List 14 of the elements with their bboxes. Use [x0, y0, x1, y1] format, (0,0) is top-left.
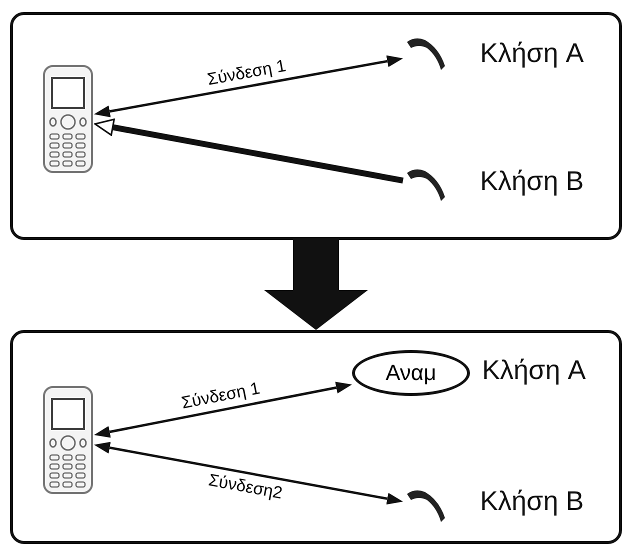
mobile-phone-icon [42, 385, 94, 495]
call-label: Κλήση A [480, 38, 584, 69]
oval-label: Αναμ [352, 350, 470, 396]
call-label: Κλήση B [480, 486, 584, 517]
double-headed-arrow [94, 382, 352, 438]
panel [10, 330, 622, 544]
mobile-phone-icon [42, 64, 94, 174]
double-headed-arrow [94, 442, 404, 505]
block-arrow [264, 240, 368, 330]
double-headed-arrow [94, 55, 404, 118]
call-label: Κλήση B [480, 166, 584, 197]
call-label: Κλήση A [482, 355, 586, 386]
panel [10, 12, 622, 240]
arrow [94, 118, 404, 184]
